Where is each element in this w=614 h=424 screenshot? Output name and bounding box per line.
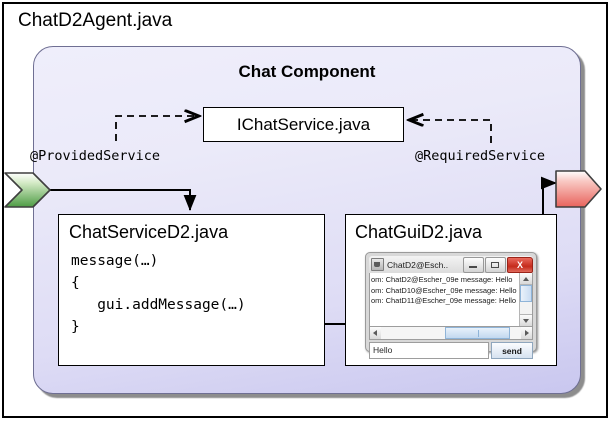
- component-title: Chat Component: [0, 62, 614, 82]
- scroll-down-icon[interactable]: [520, 314, 532, 326]
- interface-box-label: IChatService.java: [236, 114, 371, 134]
- vertical-scroll-thumb[interactable]: [520, 285, 532, 302]
- chat-message-area: om: ChatD2@Escher_09e message: Hello om:…: [369, 273, 533, 327]
- scroll-left-icon[interactable]: [370, 327, 381, 339]
- close-icon[interactable]: X: [507, 256, 533, 273]
- maximize-icon[interactable]: [485, 256, 506, 273]
- minimize-icon[interactable]: [463, 256, 484, 273]
- list-item: om: ChatD11@Escher_09e message: Hello: [371, 296, 517, 305]
- chat-gui-class-name: ChatGuiD2.java: [355, 222, 483, 242]
- list-item: om: ChatD10@Escher_09e message: Hello: [371, 285, 517, 295]
- interface-box[interactable]: IChatService.java: [203, 107, 404, 142]
- chat-message-list: om: ChatD2@Escher_09e message: Hello om:…: [370, 273, 519, 326]
- chat-service-class-name: ChatServiceD2.java: [69, 222, 229, 242]
- scroll-up-icon[interactable]: [520, 273, 532, 285]
- message-input[interactable]: Hello: [369, 342, 489, 359]
- horizontal-scroll-track[interactable]: [381, 327, 521, 339]
- chat-window-screenshot[interactable]: ChatD2@Esch.. X om: ChatD2@Escher_09e me…: [365, 252, 537, 359]
- window-controls: X: [463, 256, 533, 273]
- horizontal-scrollbar[interactable]: [369, 327, 533, 340]
- chat-window-titlebar[interactable]: ChatD2@Esch.. X: [369, 256, 533, 273]
- chat-service-box[interactable]: ChatServiceD2.java message(…) { gui.addM…: [58, 214, 325, 366]
- chat-gui-box[interactable]: ChatGuiD2.java ChatD2@Esch.. X om: ChatD…: [345, 214, 557, 366]
- java-app-icon: [371, 258, 384, 271]
- chat-service-code: message(…) { gui.addMessage(…) }: [71, 253, 246, 335]
- vertical-scroll-track[interactable]: [520, 302, 532, 314]
- send-button[interactable]: send: [491, 342, 533, 359]
- vertical-scrollbar[interactable]: [519, 273, 532, 326]
- chat-window-title: ChatD2@Esch..: [387, 259, 449, 270]
- component-title-text: Chat Component: [238, 62, 376, 81]
- list-item: om: ChatD2@Escher_09e message: Hello: [371, 275, 513, 284]
- provided-service-annotation: @ProvidedService: [30, 148, 161, 164]
- required-service-annotation: @RequiredService: [415, 148, 546, 164]
- horizontal-scroll-thumb[interactable]: [445, 327, 510, 339]
- page-title: ChatD2Agent.java: [18, 10, 173, 31]
- scroll-right-icon[interactable]: [521, 327, 532, 339]
- chat-input-row: Hello send: [369, 342, 533, 359]
